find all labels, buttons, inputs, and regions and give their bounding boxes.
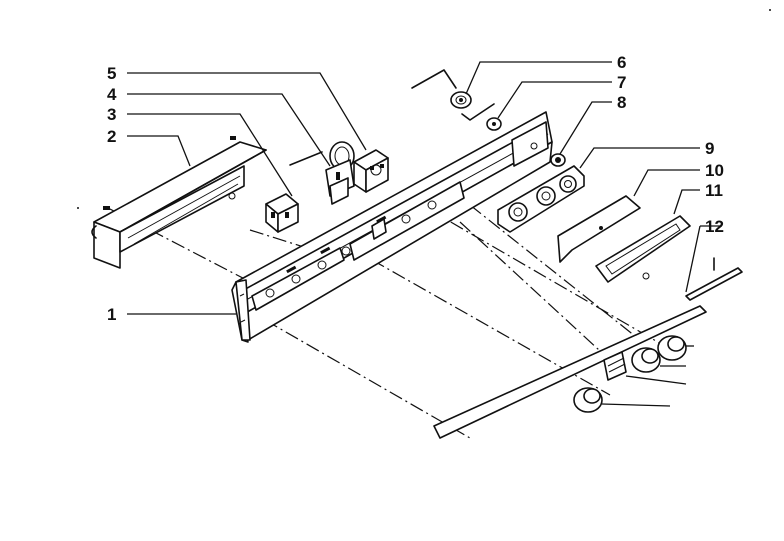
part-12-trim-strip [685,257,743,301]
callout-12: 12 [705,217,724,236]
callout-11: 11 [705,181,723,200]
control-knobs [573,335,694,413]
part-4-rotary-switch [289,141,355,205]
part-8-indicator-lens [550,153,566,167]
knob-lower [573,387,603,413]
callout-1: 1 [107,305,116,324]
callout-5: 5 [107,64,116,83]
callout-8: 8 [617,93,626,112]
part-11-trim-frame [595,215,691,283]
part-7-socket [461,103,502,131]
callout-4: 4 [107,85,117,104]
knob-upper [657,335,687,361]
front-trim-strip [433,305,707,439]
callout-6: 6 [617,53,626,72]
part-3-switch-block [265,193,299,233]
control-holes [265,200,437,298]
part-10-name-plate [557,195,641,263]
part-9-escutcheon [497,165,585,233]
part-2-rear-bracket [91,136,267,269]
push-button [603,351,627,381]
callout-leaders [127,61,722,315]
callout-3: 3 [107,105,116,124]
callout-labels: 1 2 3 4 5 6 7 8 9 10 11 12 [107,53,724,324]
speck [77,207,79,209]
part-5-switch-housing [353,149,389,193]
speck [769,9,771,11]
part-1-control-panel [231,111,553,343]
callout-7: 7 [617,73,626,92]
callout-10: 10 [705,161,724,180]
callout-2: 2 [107,127,116,146]
callout-9: 9 [705,139,714,158]
knob-middle [631,347,661,373]
part-6-lamp [411,69,472,109]
